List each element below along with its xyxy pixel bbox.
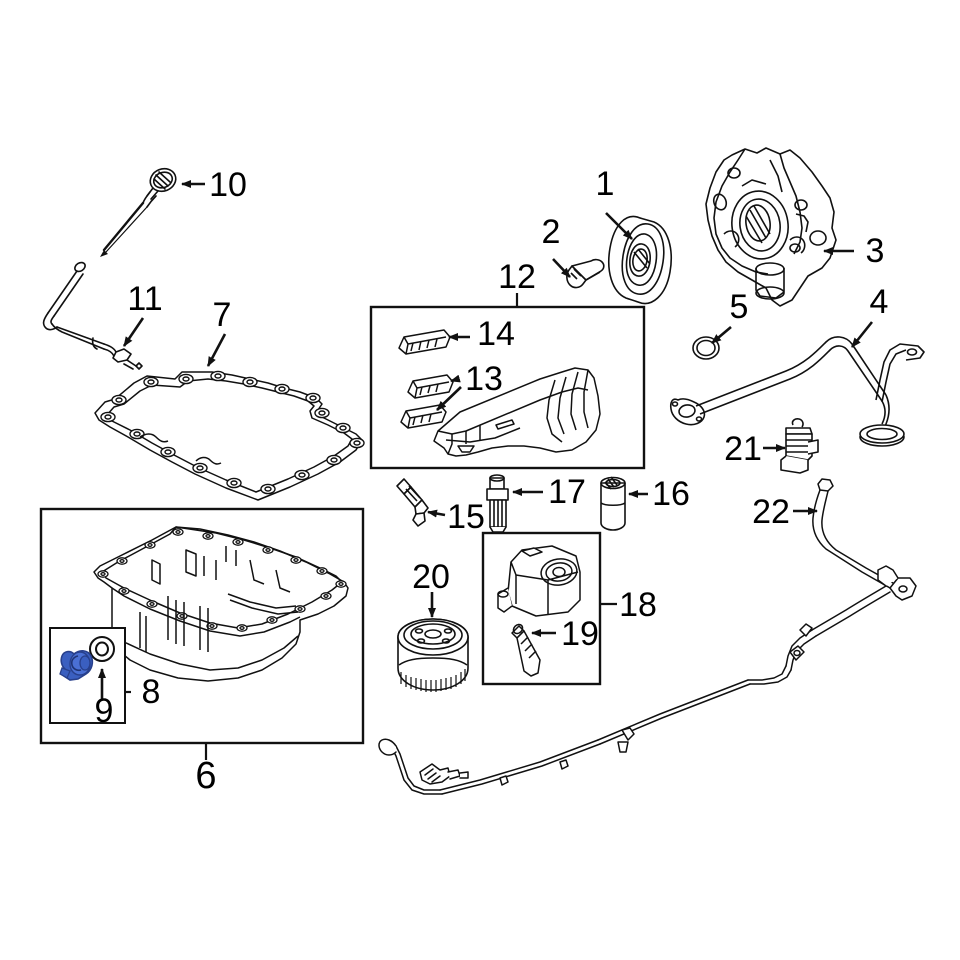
part-oil-pump-pickup-tube[interactable] (669, 336, 925, 447)
callout-8: 8 (142, 673, 161, 711)
part-baffle-spacer-lower[interactable] (400, 404, 447, 429)
part-oil-pressure-sensor[interactable] (396, 478, 429, 527)
callout-18: 18 (619, 586, 657, 624)
callout-3: 3 (866, 232, 885, 270)
part-oil-drain-plug[interactable] (59, 650, 94, 681)
part-dipstick-tube[interactable] (42, 261, 143, 370)
callout-leaders (98, 180, 874, 760)
group-box-drain-plug[interactable] (49, 627, 126, 724)
part-pulley-bolt[interactable] (566, 258, 605, 289)
part-crankshaft-pulley-damper[interactable] (608, 215, 672, 305)
callout-16: 16 (652, 475, 690, 513)
callout-15: 15 (447, 498, 485, 536)
group-box-oil-baffle[interactable] (369, 305, 646, 470)
leader-13a (450, 374, 461, 383)
part-oil-cooler[interactable] (497, 545, 581, 617)
part-oil-filter[interactable] (397, 618, 469, 692)
part-turbo-oil-supply-line[interactable] (378, 478, 917, 795)
callout-14: 14 (477, 315, 515, 353)
callout-7: 7 (213, 296, 232, 334)
part-oil-pan-gasket[interactable] (94, 370, 365, 501)
leader-11 (122, 317, 145, 347)
part-oil-pump[interactable] (705, 147, 837, 307)
callout-2: 2 (542, 213, 561, 251)
callout-11: 11 (127, 280, 162, 318)
callout-17: 17 (548, 473, 586, 511)
box-drain-plug-8[interactable] (49, 627, 126, 724)
callout-20: 20 (412, 558, 450, 596)
callout-21: 21 (724, 430, 762, 468)
callout-6: 6 (195, 755, 216, 797)
part-oil-level-dipstick[interactable] (100, 165, 179, 257)
callout-numbers: 1 2 3 4 5 6 7 8 9 10 11 12 13 14 15 16 1… (95, 165, 889, 797)
callout-9: 9 (95, 692, 114, 730)
part-drain-plug-washer[interactable] (89, 636, 115, 662)
part-oil-cooler-bolt[interactable] (511, 623, 541, 677)
callout-5: 5 (730, 288, 749, 326)
callout-13: 13 (465, 360, 503, 398)
group-box-oil-pan[interactable] (39, 507, 365, 745)
part-oil-filter-adapter-sleeve[interactable] (600, 476, 626, 531)
leader-1 (605, 212, 633, 240)
leader-15 (427, 509, 446, 518)
callout-10: 10 (209, 166, 247, 204)
leader-13b (436, 386, 462, 411)
leader-2 (552, 258, 571, 278)
callout-19: 19 (561, 615, 599, 653)
callout-12: 12 (498, 258, 536, 296)
leader-4 (850, 321, 874, 348)
leader-7 (206, 333, 227, 367)
group-box-oil-cooler[interactable] (481, 531, 602, 686)
part-oil-baffle[interactable] (433, 367, 601, 457)
part-oil-pan[interactable] (93, 526, 349, 682)
leader-5 (711, 326, 732, 344)
part-oil-level-sensor[interactable] (780, 418, 819, 474)
callout-22: 22 (752, 493, 790, 531)
callout-4: 4 (870, 283, 889, 321)
callout-1: 1 (596, 165, 615, 203)
